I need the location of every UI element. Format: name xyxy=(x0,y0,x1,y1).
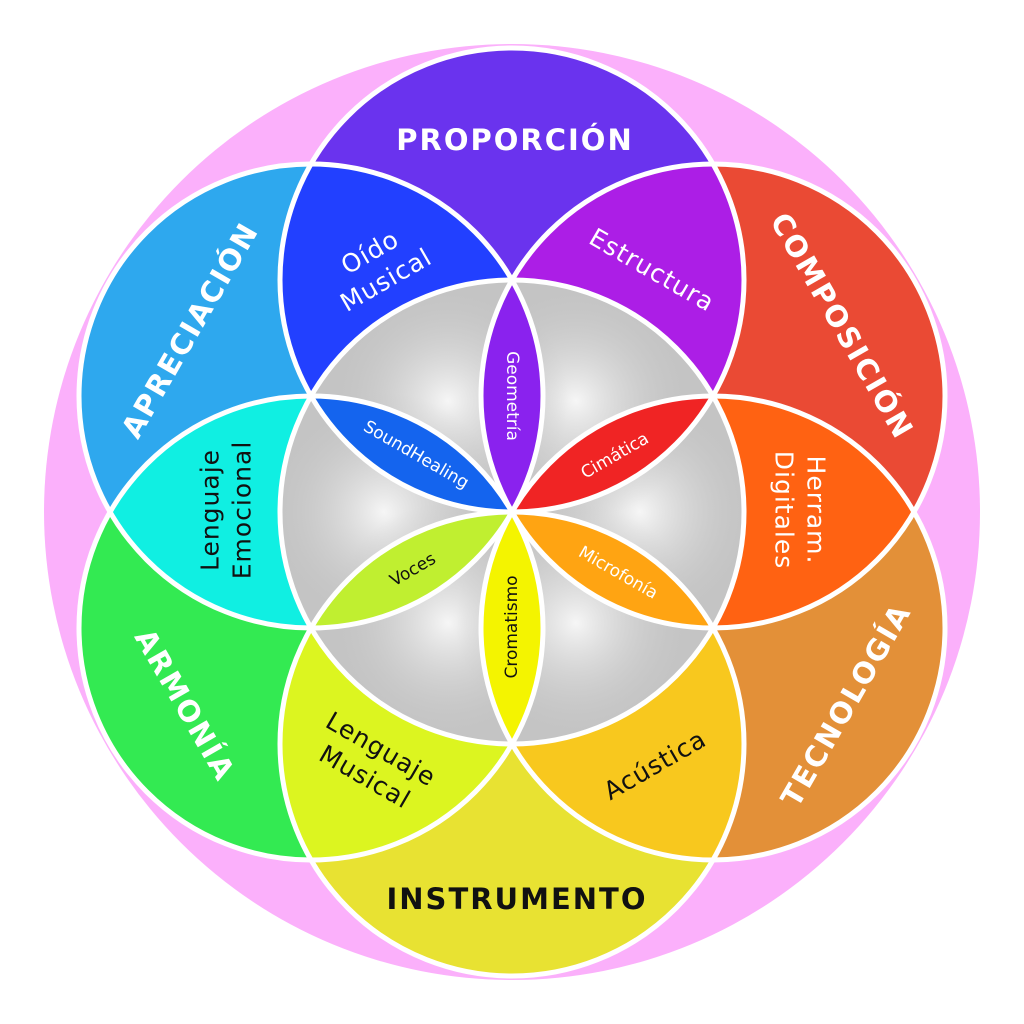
label-cromatismo: Cromatismo xyxy=(502,575,522,678)
label-line: Lenguaje xyxy=(196,449,225,571)
label-geometria: Geometría xyxy=(502,351,522,441)
label-proporcion: PROPORCIÓN xyxy=(396,123,633,157)
label-line: Herram. xyxy=(802,456,831,565)
label-line: Digitales xyxy=(770,451,799,570)
label-line: Emocional xyxy=(228,441,257,580)
label-herram-digitales: Herram. Digitales xyxy=(770,451,831,570)
circle-outlines xyxy=(76,45,948,979)
label-instrumento: INSTRUMENTO xyxy=(387,882,648,916)
label-lenguaje-emocional: Lenguaje Emocional xyxy=(196,441,257,580)
